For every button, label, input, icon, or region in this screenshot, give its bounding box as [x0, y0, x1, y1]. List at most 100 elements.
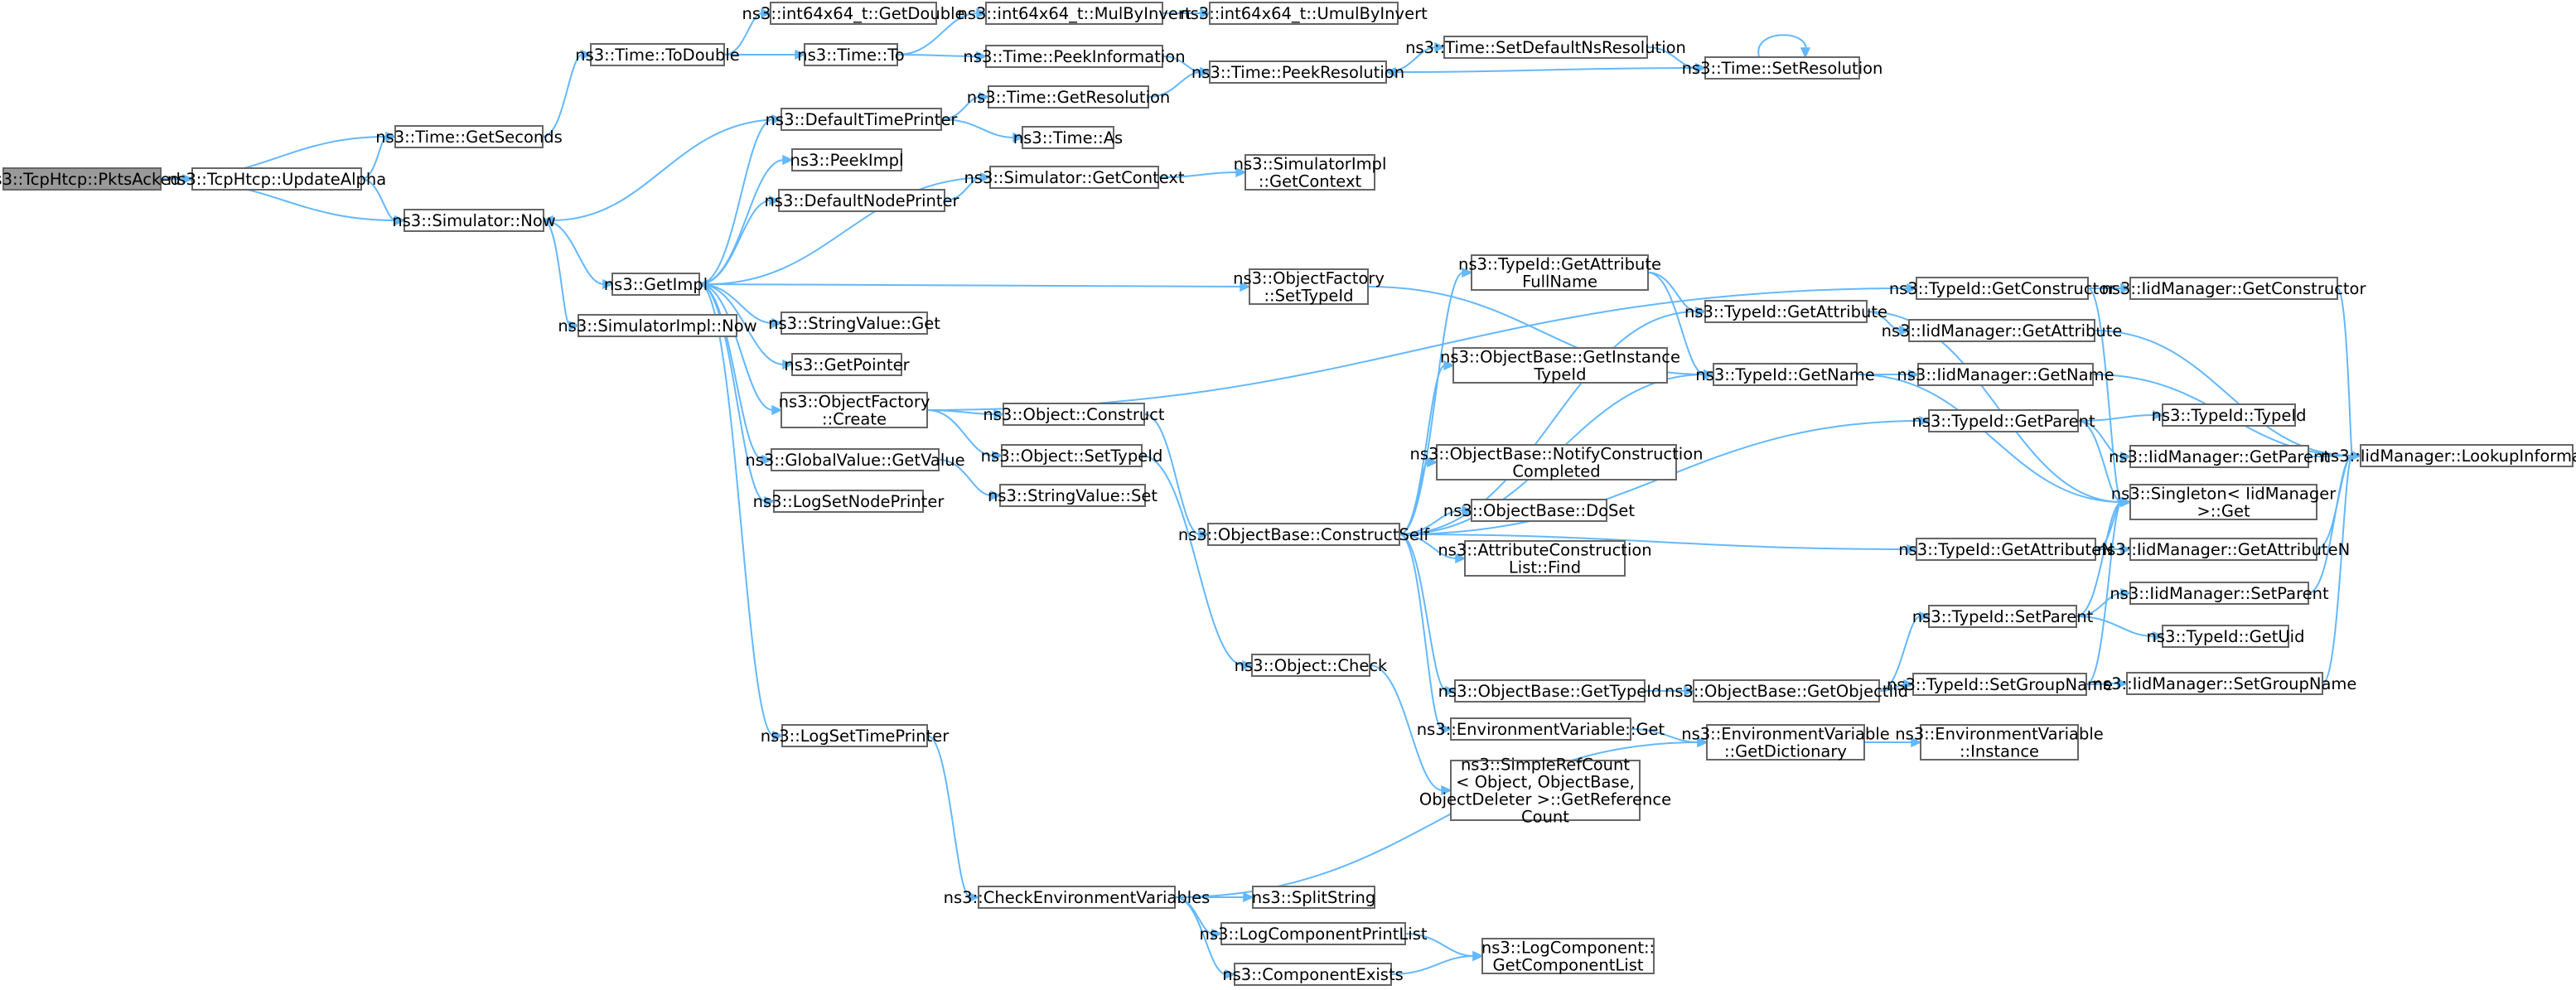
call-edge-n24-n30 [926, 409, 1003, 461]
arrow-head-icon [1200, 7, 1211, 19]
function-node[interactable]: ns3::StringValue::Set [988, 484, 1158, 507]
function-node[interactable]: ns3::Time::SetResolution [1682, 56, 1883, 80]
node-box [2129, 582, 2309, 605]
edge-line [2077, 420, 2123, 457]
function-node[interactable]: ns3::ObjectBase::ConstructSelf [1178, 523, 1430, 546]
node-box [773, 490, 924, 513]
function-node[interactable]: ns3::Object::Construct [983, 403, 1165, 426]
function-node[interactable]: ns3::IidManager::GetConstructor [2101, 277, 2366, 300]
arrow-head-icon [761, 7, 772, 19]
function-node[interactable]: ns3::TypeId::GetConstructor [1889, 277, 2116, 300]
function-node[interactable]: ns3::StringValue::Get [768, 311, 940, 335]
function-node[interactable]: ns3::Singleton< IidManager >::Get [2111, 484, 2337, 521]
function-node[interactable]: ns3::IidManager::GetName [1897, 363, 2114, 386]
function-node[interactable]: ns3::TypeId::GetAttribute [1684, 300, 1887, 323]
function-node[interactable]: ns3::int64x64_t::MulByInvert [957, 2, 1191, 25]
function-node[interactable]: ns3::DefaultTimePrinter [766, 108, 959, 131]
function-node[interactable]: ns3::EnvironmentVariable::Get [1417, 717, 1665, 741]
call-edge-n2-n3 [360, 178, 406, 226]
function-node[interactable]: ns3::IidManager::GetParent [2109, 445, 2330, 468]
function-node[interactable]: ns3::PeekImpl [790, 148, 904, 171]
function-node[interactable]: ns3::GlobalValue::GetValue [745, 448, 965, 471]
function-node[interactable]: ns3::GetImpl [604, 273, 708, 296]
function-node[interactable]: ns3::ObjectBase::GetTypeId [1438, 679, 1662, 703]
function-node[interactable]: ns3::TypeId::GetAttributeN [1898, 538, 2114, 561]
function-node[interactable]: ns3::Time::As [1013, 126, 1123, 149]
function-node[interactable]: ns3::EnvironmentVariable::Instance [1895, 724, 2104, 761]
function-node[interactable]: ns3::IidManager::GetAttribute [1882, 319, 2123, 342]
function-node[interactable]: ns3::Time::PeekInformation [963, 45, 1186, 68]
node-box [1693, 679, 1880, 703]
function-node[interactable]: ns3::SimpleRefCount< Object, ObjectBase,… [1419, 756, 1671, 827]
edge-line [1399, 534, 1447, 692]
function-node[interactable]: ns3::ObjectFactory::SetTypeId [1233, 268, 1385, 306]
function-node[interactable]: ns3::ComponentExists [1222, 963, 1404, 986]
node-label: ns3::Time::SetResolution [1682, 59, 1883, 78]
function-node[interactable]: ns3::LogSetTimePrinter [761, 724, 950, 747]
function-node[interactable]: ns3::Time::To [797, 43, 905, 66]
arrow-head-icon [2120, 451, 2132, 462]
function-node[interactable]: ns3::ObjectBase::DoSet [1443, 499, 1636, 522]
edge-line [1174, 896, 1227, 975]
function-node[interactable]: ns3::SplitString [1252, 886, 1376, 909]
function-node[interactable]: ns3::Time::GetSeconds [375, 125, 563, 148]
function-node[interactable]: ns3::TypeId::GetParent [1911, 409, 2095, 432]
function-node[interactable]: ns3::LogComponentPrintList [1199, 922, 1428, 945]
function-node[interactable]: ns3::IidManager::SetParent [2110, 582, 2329, 605]
function-node[interactable]: ns3::LogComponent::GetComponentList [1481, 938, 1655, 975]
function-node[interactable]: ns3::TcpHtcp::UpdateAlpha [167, 167, 386, 191]
arrow-head-icon [1243, 891, 1254, 903]
function-node[interactable]: ns3::LogSetNodePrinter [753, 490, 945, 513]
function-node[interactable]: ns3::GetPointer [784, 353, 911, 376]
function-node[interactable]: ns3::EnvironmentVariable::GetDictionary [1681, 724, 1890, 761]
function-node[interactable]: ns3::SimulatorImpl::GetContext [1234, 154, 1387, 191]
function-node[interactable]: ns3::Object::Check [1235, 654, 1388, 677]
function-node[interactable]: ns3::Simulator::GetContext [964, 166, 1185, 189]
edge-line [1757, 34, 1807, 58]
function-node[interactable]: ns3::Simulator::Now [392, 209, 556, 232]
function-node[interactable]: ns3::IidManager::SetGroupName [2093, 672, 2357, 695]
function-node[interactable]: ns3::TypeId::TypeId [2151, 403, 2307, 427]
edge-line [1856, 374, 2123, 503]
function-node[interactable]: ns3::TypeId::SetGroupName [1887, 673, 2113, 696]
function-node[interactable]: ns3::TypeId::GetName [1695, 363, 1875, 386]
call-edge-n32-n53 [1399, 534, 1918, 555]
function-node[interactable]: ns3::SimulatorImpl::Now [558, 314, 757, 337]
function-node[interactable]: ns3::CheckEnvironmentVariables [944, 886, 1211, 909]
node-box [1022, 126, 1114, 149]
edge-line [698, 200, 771, 285]
arrow-head-icon [2153, 630, 2164, 642]
function-node[interactable]: ns3::TypeId::SetParent [1912, 605, 2094, 628]
node-label: ns3::IidManager::SetParent [2110, 584, 2329, 603]
edge-line [360, 178, 397, 221]
call-edge-n4-n6 [724, 49, 806, 60]
function-node[interactable]: ns3::IidManager::GetAttributeN [2097, 538, 2350, 561]
arrow-head-icon [2120, 496, 2132, 508]
function-node[interactable]: ns3::Object::SetTypeId [981, 444, 1163, 467]
edge-line [1647, 272, 1706, 375]
edge-line [1647, 272, 1698, 312]
function-node[interactable]: ns3::ObjectBase::GetObjectIid [1665, 679, 1908, 703]
arrow-head-icon [993, 408, 1005, 420]
function-node[interactable]: ns3::ObjectFactory::Create [779, 392, 930, 429]
function-node[interactable]: ns3::ObjectBase::NotifyConstructionCompl… [1410, 444, 1704, 481]
function-node[interactable]: ns3::TypeId::GetUid [2147, 625, 2305, 648]
function-node[interactable]: ns3::Time::SetDefaultNsResolution [1405, 36, 1686, 59]
function-node[interactable]: ns3::int64x64_t::GetDouble [742, 2, 965, 25]
call-edge-n30-n33 [1141, 455, 1254, 671]
function-node[interactable]: ns3::IidManager::LookupInformation [2321, 444, 2576, 467]
function-node[interactable]: ns3::Time::PeekResolution [1191, 60, 1404, 84]
call-edge-n39-n58 [1644, 685, 1695, 697]
root-function-node[interactable]: ns3::TcpHtcp::PktsAcked [0, 167, 181, 191]
node-box [1003, 403, 1145, 426]
edge-line [1390, 955, 1475, 975]
function-node[interactable]: ns3::int64x64_t::UmulByInvert [1180, 2, 1428, 25]
function-node[interactable]: ns3::DefaultNodePrinter [764, 189, 960, 212]
node-label: ns3::PeekImpl [790, 151, 904, 170]
node-label: ns3::EnvironmentVariable::Get [1417, 720, 1665, 739]
function-node[interactable]: ns3::Time::ToDouble [575, 43, 740, 66]
function-node[interactable]: ns3::Time::GetResolution [967, 85, 1171, 109]
